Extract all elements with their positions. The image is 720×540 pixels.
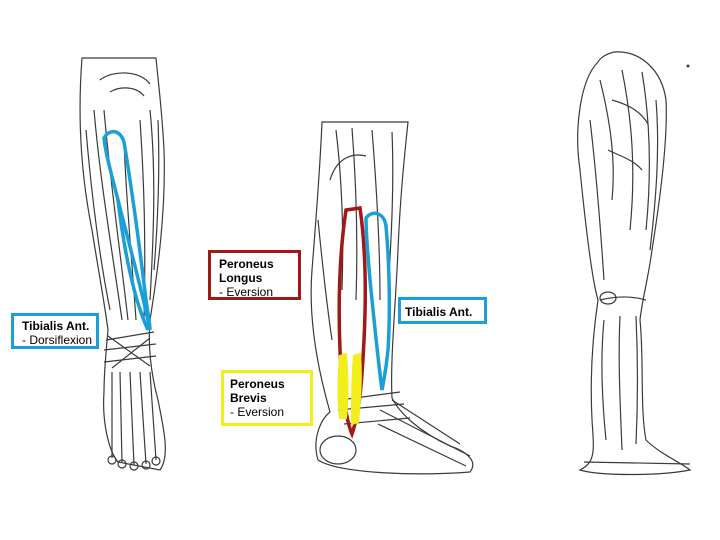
tibialis-anterior-highlight-side [364, 211, 392, 391]
peroneus-brevis-highlight [337, 352, 362, 426]
peroneus-longus-title-2: Longus [219, 271, 263, 285]
peroneus-longus-title-1: Peroneus [219, 257, 274, 271]
tibialis-anterior-highlight-front [102, 129, 152, 331]
tibialis-anterior-tendon-front [116, 199, 150, 331]
tibialis-anterior-title-front: Tibialis Ant. [22, 319, 90, 333]
peroneus-brevis-label: Peroneus Brevis - Eversion [221, 370, 313, 426]
tibialis-anterior-function: - Dorsiflexion [22, 333, 93, 347]
tibialis-anterior-label-side: Tibialis Ant. [398, 297, 487, 324]
peroneus-longus-label: Peroneus Longus - Eversion [208, 250, 301, 300]
full-leg-illustration [577, 51, 692, 476]
peroneus-brevis-title-2: Brevis [230, 391, 267, 405]
corner-mark [686, 64, 690, 68]
peroneus-longus-function: - Eversion [219, 285, 274, 299]
anterior-leg-illustration [79, 57, 166, 471]
peroneus-brevis-title-1: Peroneus [230, 377, 285, 391]
tibialis-anterior-title-side: Tibialis Ant. [405, 305, 473, 319]
tibialis-anterior-label-front: Tibialis Ant. - Dorsiflexion [11, 313, 99, 349]
peroneus-brevis-function: - Eversion [230, 405, 285, 419]
peroneus-longus-highlight [337, 206, 367, 439]
